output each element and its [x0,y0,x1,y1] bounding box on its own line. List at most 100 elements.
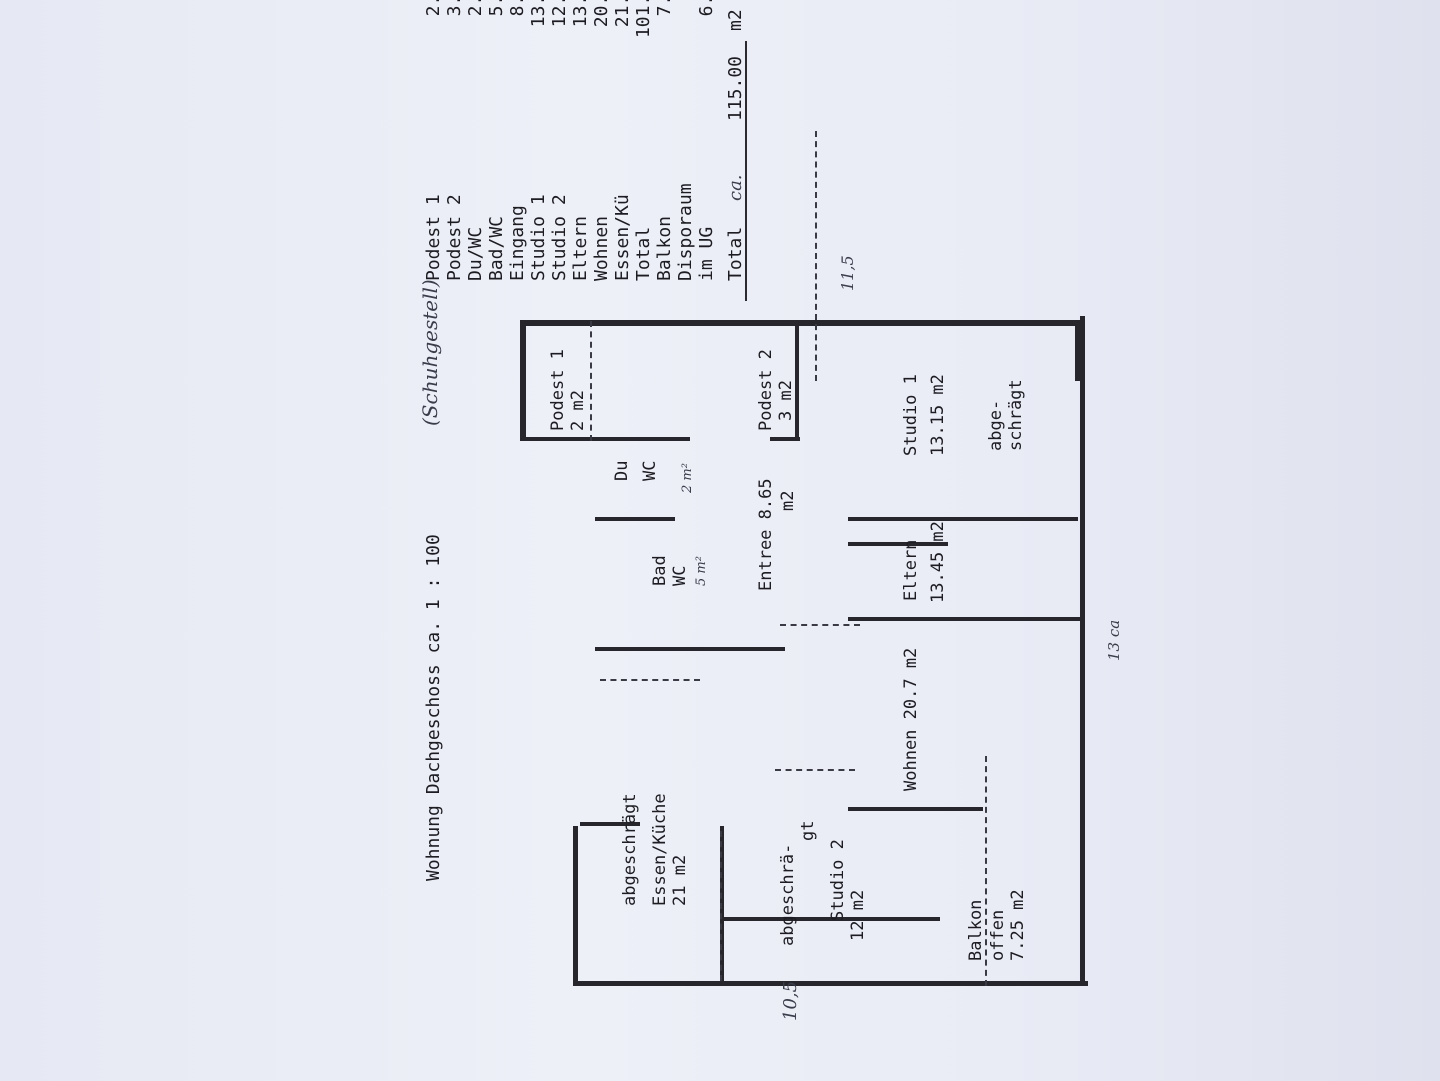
area-table-label: Wohnen [591,215,612,281]
handwritten-note: (Schuhgestell) [418,279,442,426]
room-studio1-note1: abge- [986,399,1006,451]
room-balkon-line2: offen [988,909,1008,961]
annotation-left: 10,5 [780,980,801,1021]
room-eltern-area: 13.45 m2 [928,521,948,603]
area-table-label: Eltern [570,215,591,281]
area-table-row: Balkon 7.25 [654,0,675,281]
area-table-label: Total [633,226,654,281]
area-table-row: Studio 1 13.15 [528,0,549,281]
room-balkon-area: 7.25 m2 [1008,889,1028,961]
wall-du [590,437,690,441]
wall-podest-top [522,437,592,441]
area-table-row: Podest 2 3.00 [444,0,465,281]
room-du-note: 2 m² [680,463,695,493]
area-table-value: 2.00 [423,0,444,103]
area-table-value: 6.75 [696,0,717,103]
room-studio1-area: 13.15 m2 [928,374,948,456]
room-podest2-name: Podest 2 [756,349,776,431]
area-table-value: 13.15 [528,0,549,28]
room-essen-kueche-name: Essen/Küche [650,793,670,906]
area-table-row: im UG6.75 [696,0,717,281]
area-table-value: 20.70 [591,0,612,28]
room-studio1-note2: schrägt [1006,379,1026,451]
area-table-value: 8.65 [507,0,528,103]
area-table-value: 101.00 [633,0,654,39]
area-table-value: 12.00 [549,0,570,28]
area-table-label: Disporaum [675,183,696,281]
total-unit: m2 [725,9,746,31]
area-table-value [675,0,696,103]
area-table-label: Balkon [654,215,675,281]
wall-bath-left [595,647,785,651]
room-balkon-name: Balkon [966,899,986,961]
wall-balkon-top [935,982,1085,986]
room-studio2-name: Studio 2 [828,839,848,921]
room-bad-line2: WC [670,565,690,586]
total-underline [745,41,747,301]
area-table-row: Studio 2 12.00 [549,0,570,281]
room-studio2-note2: gt [798,820,818,841]
room-studio1-name: Studio 1 [901,374,921,456]
area-table-label: Podest 2 [444,194,465,281]
area-table-row: Eingang 8.65 [507,0,528,281]
area-table-row: Essen/Kü 21.05 [612,0,633,281]
area-table-value: 21.05 [612,0,633,28]
room-du-name: Du [612,460,632,481]
area-table-row: Eltern 13.45 [570,0,591,281]
wall-eltern-top [848,617,1080,621]
room-essen-kueche-note: abgeschrägt [620,793,640,906]
room-essen-kueche-area: 21 m2 [670,854,690,906]
wall-right-bottom [1075,321,1081,381]
room-studio2-note1: abgeschrä- [778,843,798,946]
total-value: 115.00 [725,55,746,121]
wall-studio1-side [848,517,1073,521]
room-bad-name: Bad [650,555,670,586]
area-table-value: 3.00 [444,0,465,103]
area-table-label: Podest 1 [423,194,444,281]
annotation-right: 11,5 [838,255,857,291]
dashed-line-kitchen [720,831,722,981]
room-du-line2: WC [640,460,660,481]
area-table-label: Studio 2 [549,194,570,281]
total-handwritten: ca. [725,174,746,201]
room-bad-note: 5 m² [694,556,709,586]
area-table-value: 7.25 [654,0,675,103]
area-table-value: 2.00 [465,0,486,103]
area-table-row: Wohnen 20.70 [591,0,612,281]
dashed-line-podest [590,321,592,441]
room-entree-area: m2 [778,490,798,511]
wall-bath-mid [595,517,675,521]
room-wohnen-label: Wohnen 20.7 m2 [901,647,921,791]
wall-left [573,826,578,986]
area-table-label: Essen/Kü [612,194,633,281]
area-table-value: 13.45 [570,0,591,28]
room-podest1-area: 2 m2 [568,390,588,431]
wall-bottom [520,320,1085,326]
room-eltern-name: Eltern [901,539,921,601]
area-table: Podest 12.00m2Podest 23.00Du/WC2.00Bad/W… [423,0,717,281]
room-studio2-area: 12 m2 [848,889,868,941]
area-table-row: Disporaum [675,0,696,281]
document-title: Wohnung Dachgeschoss ca. 1 : 100 [423,534,444,881]
annotation-bottom: 13 ca [1105,619,1123,661]
area-table-row: Bad/WC5.00 [486,0,507,281]
area-table-label: Du/WC [465,226,486,281]
area-table-label: Eingang [507,205,528,281]
dashed-line-studio1 [815,131,817,381]
wall-left-2 [1080,316,1085,986]
area-table-value: 5.00 [486,0,507,103]
area-table-label: Studio 1 [528,194,549,281]
dashed-line-eltern [780,624,860,626]
room-podest1-name: Podest 1 [548,349,568,431]
room-entree-name: Entree 8.65 [756,478,776,591]
area-table-row: Du/WC 2.00 [465,0,486,281]
total-row: Total ca. 115.00 m2 [725,9,746,281]
total-label: Total [725,226,746,281]
dashed-line-hall [775,769,855,771]
wall-wohnen-top [848,807,983,811]
